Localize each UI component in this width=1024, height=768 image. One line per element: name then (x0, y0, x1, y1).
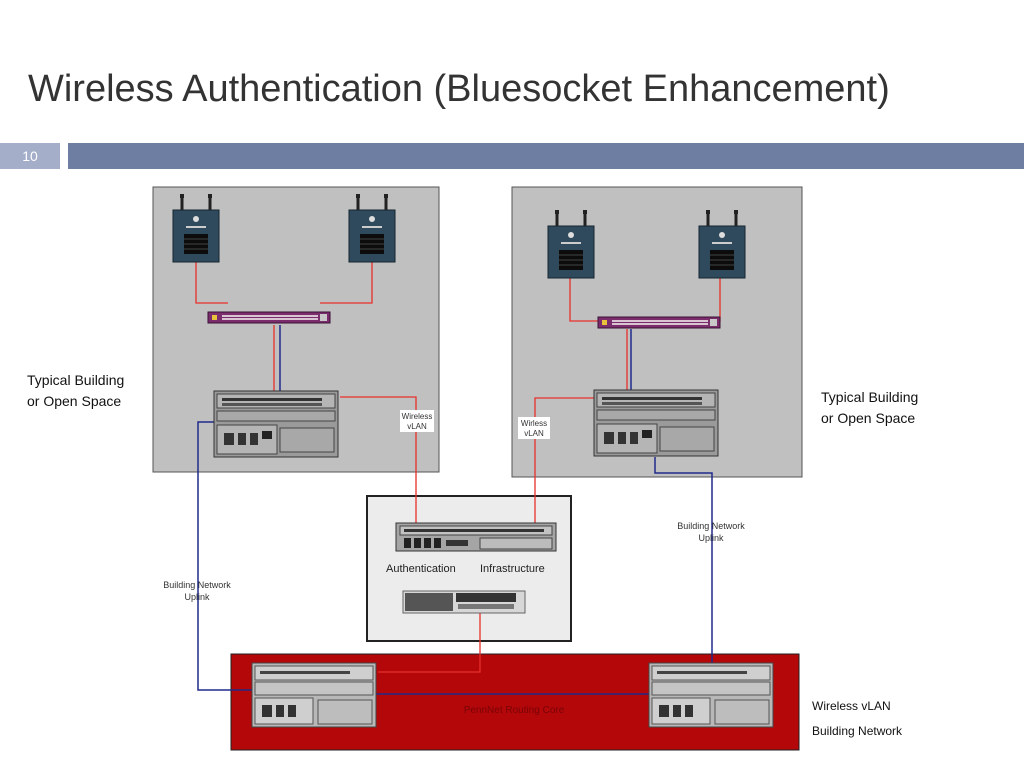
slide-number: 10 (0, 143, 60, 169)
core-router-icon (251, 662, 377, 728)
building-router-icon (593, 389, 719, 457)
authentication-appliance-icon (395, 522, 557, 552)
authentication-label: Authentication (386, 563, 456, 575)
building-network-links (197, 325, 713, 695)
right-vlan-label-line2: vLAN (524, 429, 544, 438)
right-building-label-line2: or Open Space (821, 410, 915, 426)
network-switch-icon (207, 311, 331, 324)
infrastructure-label: Infrastructure (480, 563, 545, 575)
authentication-box (366, 495, 572, 642)
right-building-label-line1: Typical Building (821, 389, 918, 405)
wireless-vlan-label-box (400, 410, 434, 432)
title-bar (68, 143, 1024, 169)
left-building-label-line1: Typical Building (27, 372, 124, 388)
left-vlan-label-line2: vLAN (407, 422, 427, 431)
right-uplink-label-line1: Building Network (677, 521, 745, 531)
building-router-icon (213, 390, 339, 458)
legend-wireless-vlan: Wireless vLAN (812, 699, 891, 713)
right-uplink-label-line2: Uplink (698, 533, 724, 543)
right-vlan-label-line1: Wirless (521, 419, 547, 428)
slide-title: Wireless Authentication (Bluesocket Enha… (28, 68, 890, 110)
left-building-label-line2: or Open Space (27, 393, 121, 409)
left-uplink-label-line1: Building Network (163, 580, 231, 590)
routing-core-label: PennNet Routing Core (464, 705, 565, 716)
core-router-icon (648, 662, 774, 728)
network-switch-icon (597, 316, 721, 329)
left-uplink-label-line2: Uplink (184, 592, 210, 602)
left-vlan-label-line1: Wireless (402, 412, 433, 421)
legend-building-network: Building Network (812, 724, 903, 738)
infrastructure-server-icon (402, 590, 526, 614)
wireless-vlan-label-box (518, 417, 550, 439)
